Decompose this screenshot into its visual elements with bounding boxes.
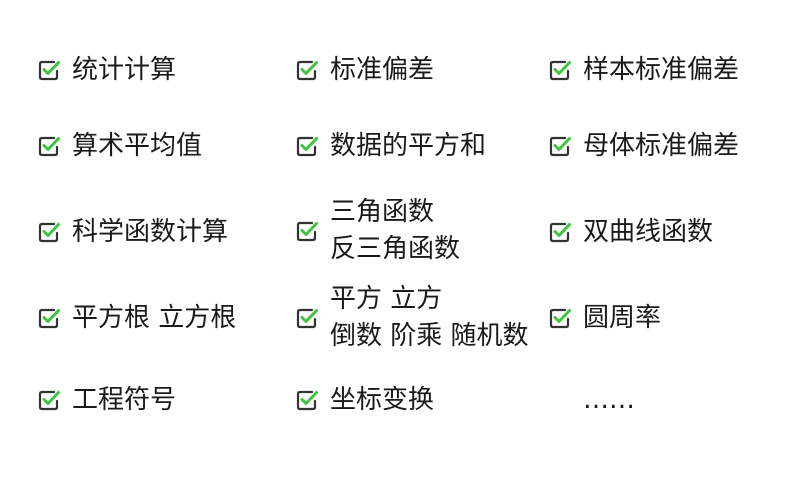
feature-label-line: 科学函数计算 — [72, 216, 229, 247]
checkbox-check-icon — [296, 60, 318, 81]
feature-label-line: 坐标变换 — [330, 384, 435, 415]
feature-item: 科学函数计算 — [38, 212, 228, 252]
feature-label-line: 样本标准偏差 — [583, 54, 740, 85]
feature-label: 三角函数反三角函数 — [330, 194, 460, 268]
feature-label-line: 三角函数 — [330, 197, 435, 227]
feature-label-line: 倒数 阶乘 随机数 — [330, 321, 529, 351]
feature-label-line: 平方根 立方根 — [72, 302, 237, 333]
feature-label-line: 算术平均值 — [72, 130, 203, 161]
checkbox-check-icon — [549, 308, 571, 329]
checkbox-check-icon — [38, 136, 60, 157]
check-spacer — [549, 389, 571, 411]
feature-label: 圆周率 — [583, 300, 661, 337]
checkbox-check-icon — [296, 390, 318, 411]
feature-item: …… — [549, 380, 635, 420]
feature-label-line: 圆周率 — [583, 302, 662, 333]
feature-item: 统计计算 — [38, 50, 176, 90]
feature-item: 工程符号 — [38, 380, 176, 420]
feature-label-line: 标准偏差 — [330, 54, 435, 85]
feature-label: 母体标准偏差 — [583, 128, 739, 165]
feature-label-line: 母体标准偏差 — [583, 130, 740, 161]
checkbox-check-icon — [296, 221, 318, 242]
feature-item: 三角函数反三角函数 — [296, 193, 460, 269]
feature-label-line: 数据的平方和 — [330, 130, 487, 161]
feature-item: 双曲线函数 — [549, 212, 713, 252]
feature-label-line: 工程符号 — [72, 384, 177, 415]
feature-item: 样本标准偏差 — [549, 50, 739, 90]
feature-label-line: 反三角函数 — [330, 234, 461, 264]
checkbox-check-icon — [296, 136, 318, 157]
feature-item: 平方根 立方根 — [38, 298, 236, 338]
feature-item: 数据的平方和 — [296, 126, 486, 166]
checkbox-check-icon — [38, 390, 60, 411]
feature-label: 双曲线函数 — [583, 214, 713, 251]
feature-item: 标准偏差 — [296, 50, 434, 90]
feature-label: 标准偏差 — [330, 52, 434, 89]
feature-label: 算术平均值 — [72, 128, 202, 165]
feature-label: 统计计算 — [72, 52, 176, 89]
feature-label: 数据的平方和 — [330, 128, 486, 165]
feature-item: 母体标准偏差 — [549, 126, 739, 166]
feature-label-line: 双曲线函数 — [583, 216, 714, 247]
feature-item: 圆周率 — [549, 298, 661, 338]
checkbox-check-icon — [549, 60, 571, 81]
feature-label: 平方 立方倒数 阶乘 随机数 — [330, 281, 529, 355]
checkbox-check-icon — [296, 308, 318, 329]
feature-label-line: …… — [583, 384, 635, 415]
checkbox-check-icon — [38, 222, 60, 243]
checkbox-check-icon — [549, 136, 571, 157]
checkbox-check-icon — [549, 222, 571, 243]
feature-label: …… — [583, 382, 635, 419]
feature-label: 工程符号 — [72, 382, 176, 419]
feature-label-line: 平方 立方 — [330, 284, 443, 314]
feature-item: 坐标变换 — [296, 380, 434, 420]
feature-item: 算术平均值 — [38, 126, 202, 166]
feature-label: 科学函数计算 — [72, 214, 228, 251]
feature-label: 平方根 立方根 — [72, 300, 236, 337]
feature-label: 样本标准偏差 — [583, 52, 739, 89]
feature-item: 平方 立方倒数 阶乘 随机数 — [296, 280, 529, 356]
checkbox-check-icon — [38, 308, 60, 329]
feature-label: 坐标变换 — [330, 382, 434, 419]
feature-label-line: 统计计算 — [72, 54, 177, 85]
checkbox-check-icon — [38, 60, 60, 81]
